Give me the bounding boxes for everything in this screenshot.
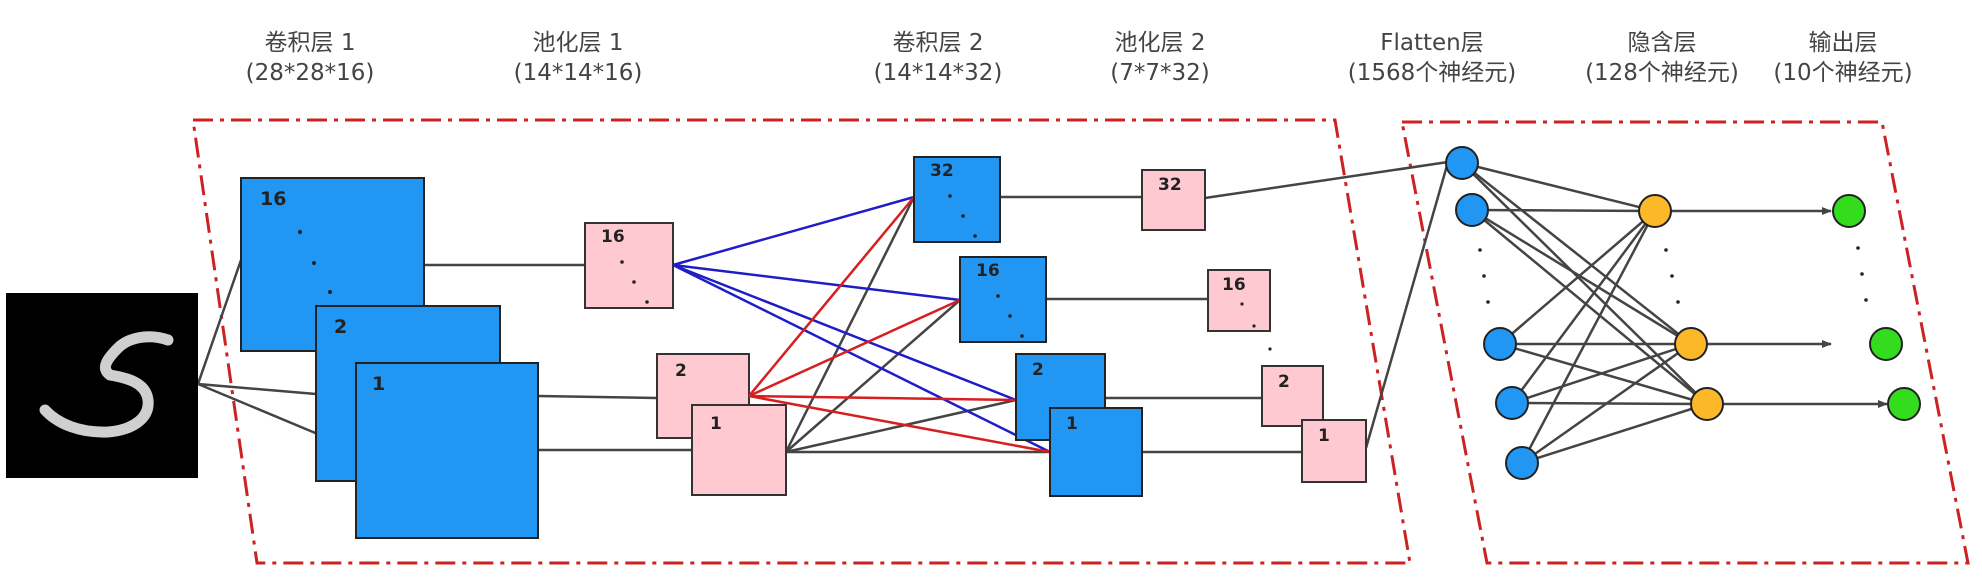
output-arrows: [1671, 207, 1888, 408]
hidden-ellipsis: [1664, 248, 1680, 304]
output-node: [1869, 327, 1903, 361]
conv2-feature-maps: 32 16 2 1: [913, 156, 1143, 497]
pool1-map-1: [691, 404, 787, 496]
flatten-node: [1495, 386, 1529, 420]
conv1-map-1: [355, 362, 539, 539]
hidden-nodes: [1638, 194, 1724, 421]
pool2-map-2-label: 2: [1278, 372, 1290, 392]
flatten-ellipsis: [1478, 248, 1490, 304]
flatten-node: [1483, 327, 1517, 361]
pool2-map-32: [1141, 169, 1206, 231]
dense-stage-frame: [1400, 120, 1970, 565]
hidden-node: [1638, 194, 1672, 228]
header-output-shape: (10个神经元): [1773, 60, 1912, 86]
conv1-map-1-label: 1: [372, 373, 385, 395]
header-hidden-title: 隐含层: [1628, 30, 1697, 56]
pool1-map-16: [584, 222, 674, 309]
input-digit-image: 5: [6, 293, 198, 478]
red-connections: [748, 196, 1051, 454]
header-pool1-shape: (14*14*16): [514, 60, 643, 86]
hidden-node: [1674, 327, 1708, 361]
conv2-map-16-label: 16: [976, 261, 1000, 281]
header-conv1-title: 卷积层 1: [265, 30, 356, 56]
pool2-map-1: [1301, 419, 1367, 483]
gray-connections: [196, 160, 1708, 465]
conv2-map-16: [959, 256, 1047, 343]
pool1-feature-maps: 16 2 1: [584, 222, 787, 496]
pool1-map-2-label: 2: [675, 361, 687, 381]
pool2-feature-maps: 32 16 2 1: [1141, 169, 1367, 483]
output-nodes: [1832, 194, 1921, 421]
conv2-map-1: [1049, 407, 1143, 497]
conv1-feature-maps: 16 2 1: [240, 177, 539, 539]
pool1-map-16-label: 16: [601, 227, 625, 247]
header-output-title: 输出层: [1809, 30, 1878, 56]
pool2-map-32-label: 32: [1158, 175, 1182, 195]
conv1-map-16-label: 16: [260, 188, 286, 210]
convolution-stage-frame: [191, 118, 1412, 565]
header-flatten-title: Flatten层: [1380, 30, 1483, 56]
header-pool1-title: 池化层 1: [533, 30, 624, 56]
header-pool2-title: 池化层 2: [1115, 30, 1206, 56]
pool2-map-1-label: 1: [1318, 426, 1330, 446]
header-hidden-shape: (128个神经元): [1585, 60, 1739, 86]
conv2-map-32: [913, 156, 1001, 243]
header-conv2-shape: (14*14*32): [874, 60, 1003, 86]
output-ellipsis: [1856, 246, 1868, 302]
output-node: [1832, 194, 1866, 228]
header-conv1-shape: (28*28*16): [246, 60, 375, 86]
blue-connections: [672, 195, 1051, 454]
conv2-map-1-label: 1: [1066, 414, 1078, 434]
pool1-map-1-label: 1: [710, 414, 722, 434]
header-pool2-shape: (7*7*32): [1110, 60, 1209, 86]
pool2-map-2: [1261, 365, 1324, 427]
conv2-map-2-label: 2: [1032, 360, 1044, 380]
pool2-map-16-label: 16: [1222, 275, 1246, 295]
output-node: [1887, 387, 1921, 421]
flatten-node: [1505, 446, 1539, 480]
layer-headers: 卷积层 1 (28*28*16) 池化层 1 (14*14*16) 卷积层 2 …: [246, 30, 1913, 86]
conv1-map-2-label: 2: [334, 316, 347, 338]
header-conv2-title: 卷积层 2: [893, 30, 984, 56]
flatten-node: [1455, 193, 1489, 227]
header-flatten-shape: (1568个神经元): [1348, 60, 1516, 86]
flatten-nodes: [1445, 146, 1539, 480]
pool2-map-16: [1207, 269, 1271, 332]
flatten-node: [1445, 146, 1479, 180]
conv2-map-32-label: 32: [930, 161, 954, 181]
hidden-node: [1690, 387, 1724, 421]
